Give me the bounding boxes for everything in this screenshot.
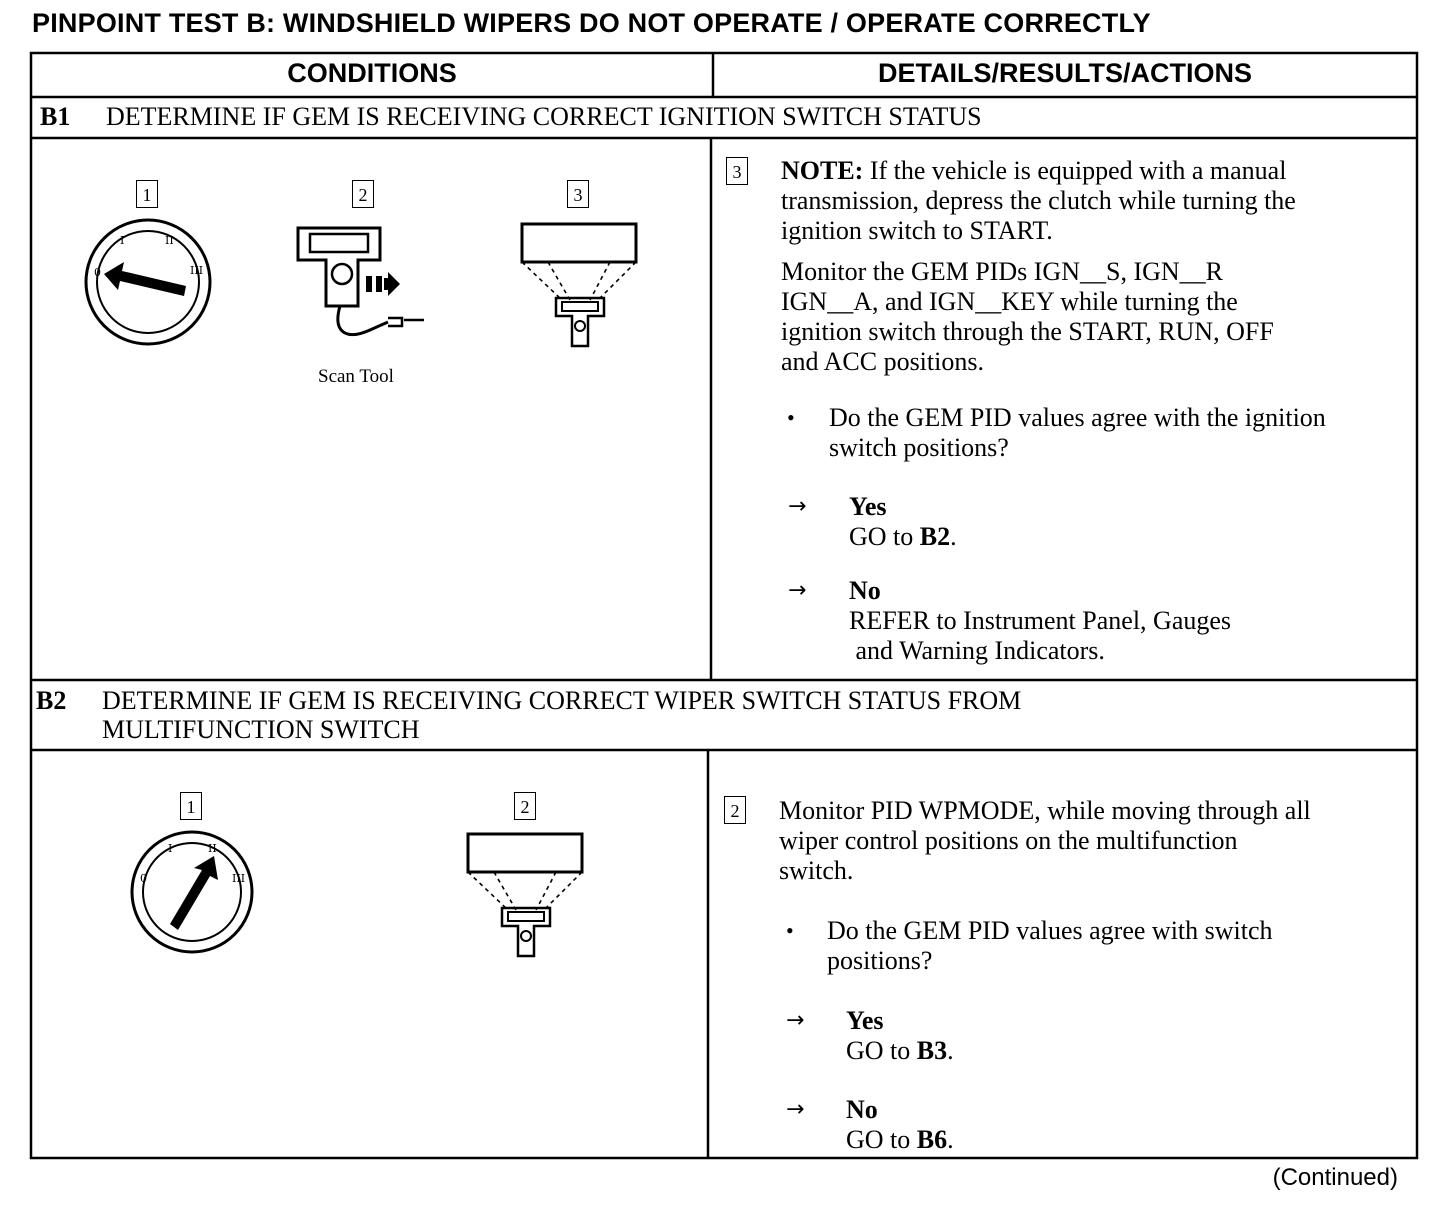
scan-tool-display-icon xyxy=(466,832,584,958)
b2-question-line-1: Do the GEM PID values agree with switch xyxy=(827,916,1273,945)
step-b1-id: B1 xyxy=(40,102,71,131)
conditions-header: CONDITIONS xyxy=(287,58,457,88)
step-b2-title-line-2: MULTIFUNCTION SWITCH xyxy=(102,715,420,744)
note-label: NOTE: xyxy=(781,156,864,185)
step-b2-id: B2 xyxy=(36,686,67,715)
page-title: PINPOINT TEST B: WINDSHIELD WIPERS DO NO… xyxy=(32,8,1151,38)
note-line-3: ignition switch to START. xyxy=(781,216,1053,245)
b2-illustration-number-2: 2 xyxy=(514,792,536,820)
svg-text:II: II xyxy=(165,234,174,247)
step-b1-title: DETERMINE IF GEM IS RECEIVING CORRECT IG… xyxy=(106,102,982,131)
scan-tool-icon xyxy=(296,226,424,336)
b2-no-arrow: → xyxy=(786,1097,805,1122)
b1-no-block: No REFER to Instrument Panel, Gauges and… xyxy=(849,576,1231,666)
svg-text:I: I xyxy=(168,842,172,855)
b1-monitor-line-1: Monitor the GEM PIDs IGN__S, IGN__R xyxy=(781,257,1223,286)
b2-yes-block: Yes GO to B3. xyxy=(846,1006,954,1066)
b2-monitor-line-1: Monitor PID WPMODE, while moving through… xyxy=(779,796,1311,825)
ignition-switch-icon: 0 I II III xyxy=(84,218,212,346)
b1-action-number: 3 xyxy=(726,157,748,185)
b1-yes-period: . xyxy=(950,522,957,551)
b2-yes-action-prefix: GO to xyxy=(846,1036,917,1065)
b1-question-bullet: • xyxy=(787,405,795,430)
b2-action-number: 2 xyxy=(724,796,746,824)
b1-yes-target: B2 xyxy=(919,522,951,551)
b2-no-block: No GO to B6. xyxy=(846,1095,954,1155)
b2-question-line-2: positions? xyxy=(827,946,933,975)
b2-question: Do the GEM PID values agree with switch … xyxy=(827,916,1407,976)
b2-monitor-text: Monitor PID WPMODE, while moving through… xyxy=(779,796,1409,886)
svg-text:0: 0 xyxy=(140,872,147,885)
b1-yes-action-prefix: GO to xyxy=(849,522,920,551)
b2-no-action-prefix: GO to xyxy=(846,1125,917,1154)
svg-text:III: III xyxy=(232,872,245,885)
b2-yes-period: . xyxy=(947,1036,954,1065)
svg-text:0: 0 xyxy=(94,266,101,279)
b1-yes-label: Yes xyxy=(849,492,887,521)
b1-no-action-line-1: REFER to Instrument Panel, Gauges xyxy=(849,606,1232,635)
b1-question-line-1: Do the GEM PID values agree with the ign… xyxy=(829,403,1326,432)
b2-monitor-line-3: switch. xyxy=(779,856,854,885)
step-b2-title-line-1: DETERMINE IF GEM IS RECEIVING CORRECT WI… xyxy=(102,686,1022,715)
continued-label: (Continued) xyxy=(1272,1164,1398,1191)
b2-monitor-line-2: wiper control positions on the multifunc… xyxy=(779,826,1238,855)
details-header: DETAILS/RESULTS/ACTIONS xyxy=(877,58,1252,88)
b1-note: NOTE: If the vehicle is equipped with a … xyxy=(781,156,1401,246)
b1-illustration-number-3: 3 xyxy=(567,180,589,208)
b1-no-label: No xyxy=(849,576,881,605)
note-line-1: If the vehicle is equipped with a manual xyxy=(863,156,1287,185)
b1-monitor-text: Monitor the GEM PIDs IGN__S, IGN__R IGN_… xyxy=(781,257,1401,377)
b1-monitor-line-2: IGN__A, and IGN__KEY while turning the xyxy=(781,287,1238,316)
b1-monitor-line-4: and ACC positions. xyxy=(781,347,984,376)
b2-no-target: B6 xyxy=(916,1125,948,1154)
scan-tool-display-icon xyxy=(520,222,638,348)
b2-yes-label: Yes xyxy=(846,1006,884,1035)
note-line-2: transmission, depress the clutch while t… xyxy=(781,186,1296,215)
b1-illustration-number-1: 1 xyxy=(136,180,158,208)
ignition-switch-icon: 0 I II III xyxy=(130,830,254,954)
b2-yes-arrow: → xyxy=(786,1008,805,1033)
b2-question-bullet: • xyxy=(786,918,794,943)
b1-question: Do the GEM PID values agree with the ign… xyxy=(829,403,1409,463)
svg-text:I: I xyxy=(120,234,124,247)
b1-question-line-2: switch positions? xyxy=(829,433,1009,462)
b2-yes-target: B3 xyxy=(916,1036,948,1065)
b2-no-label: No xyxy=(846,1095,878,1124)
b1-monitor-line-3: ignition switch through the START, RUN, … xyxy=(781,317,1274,346)
b2-illustration-number-1: 1 xyxy=(180,792,202,820)
b1-no-action-line-2: and Warning Indicators. xyxy=(849,636,1105,665)
scan-tool-caption: Scan Tool xyxy=(318,366,394,387)
b1-no-arrow: → xyxy=(788,578,807,603)
b1-yes-arrow: → xyxy=(788,494,807,519)
svg-text:III: III xyxy=(190,264,203,277)
b2-no-period: . xyxy=(947,1125,954,1154)
b1-yes-block: Yes GO to B2. xyxy=(849,492,957,552)
svg-text:II: II xyxy=(208,842,217,855)
b1-illustration-number-2: 2 xyxy=(352,180,374,208)
